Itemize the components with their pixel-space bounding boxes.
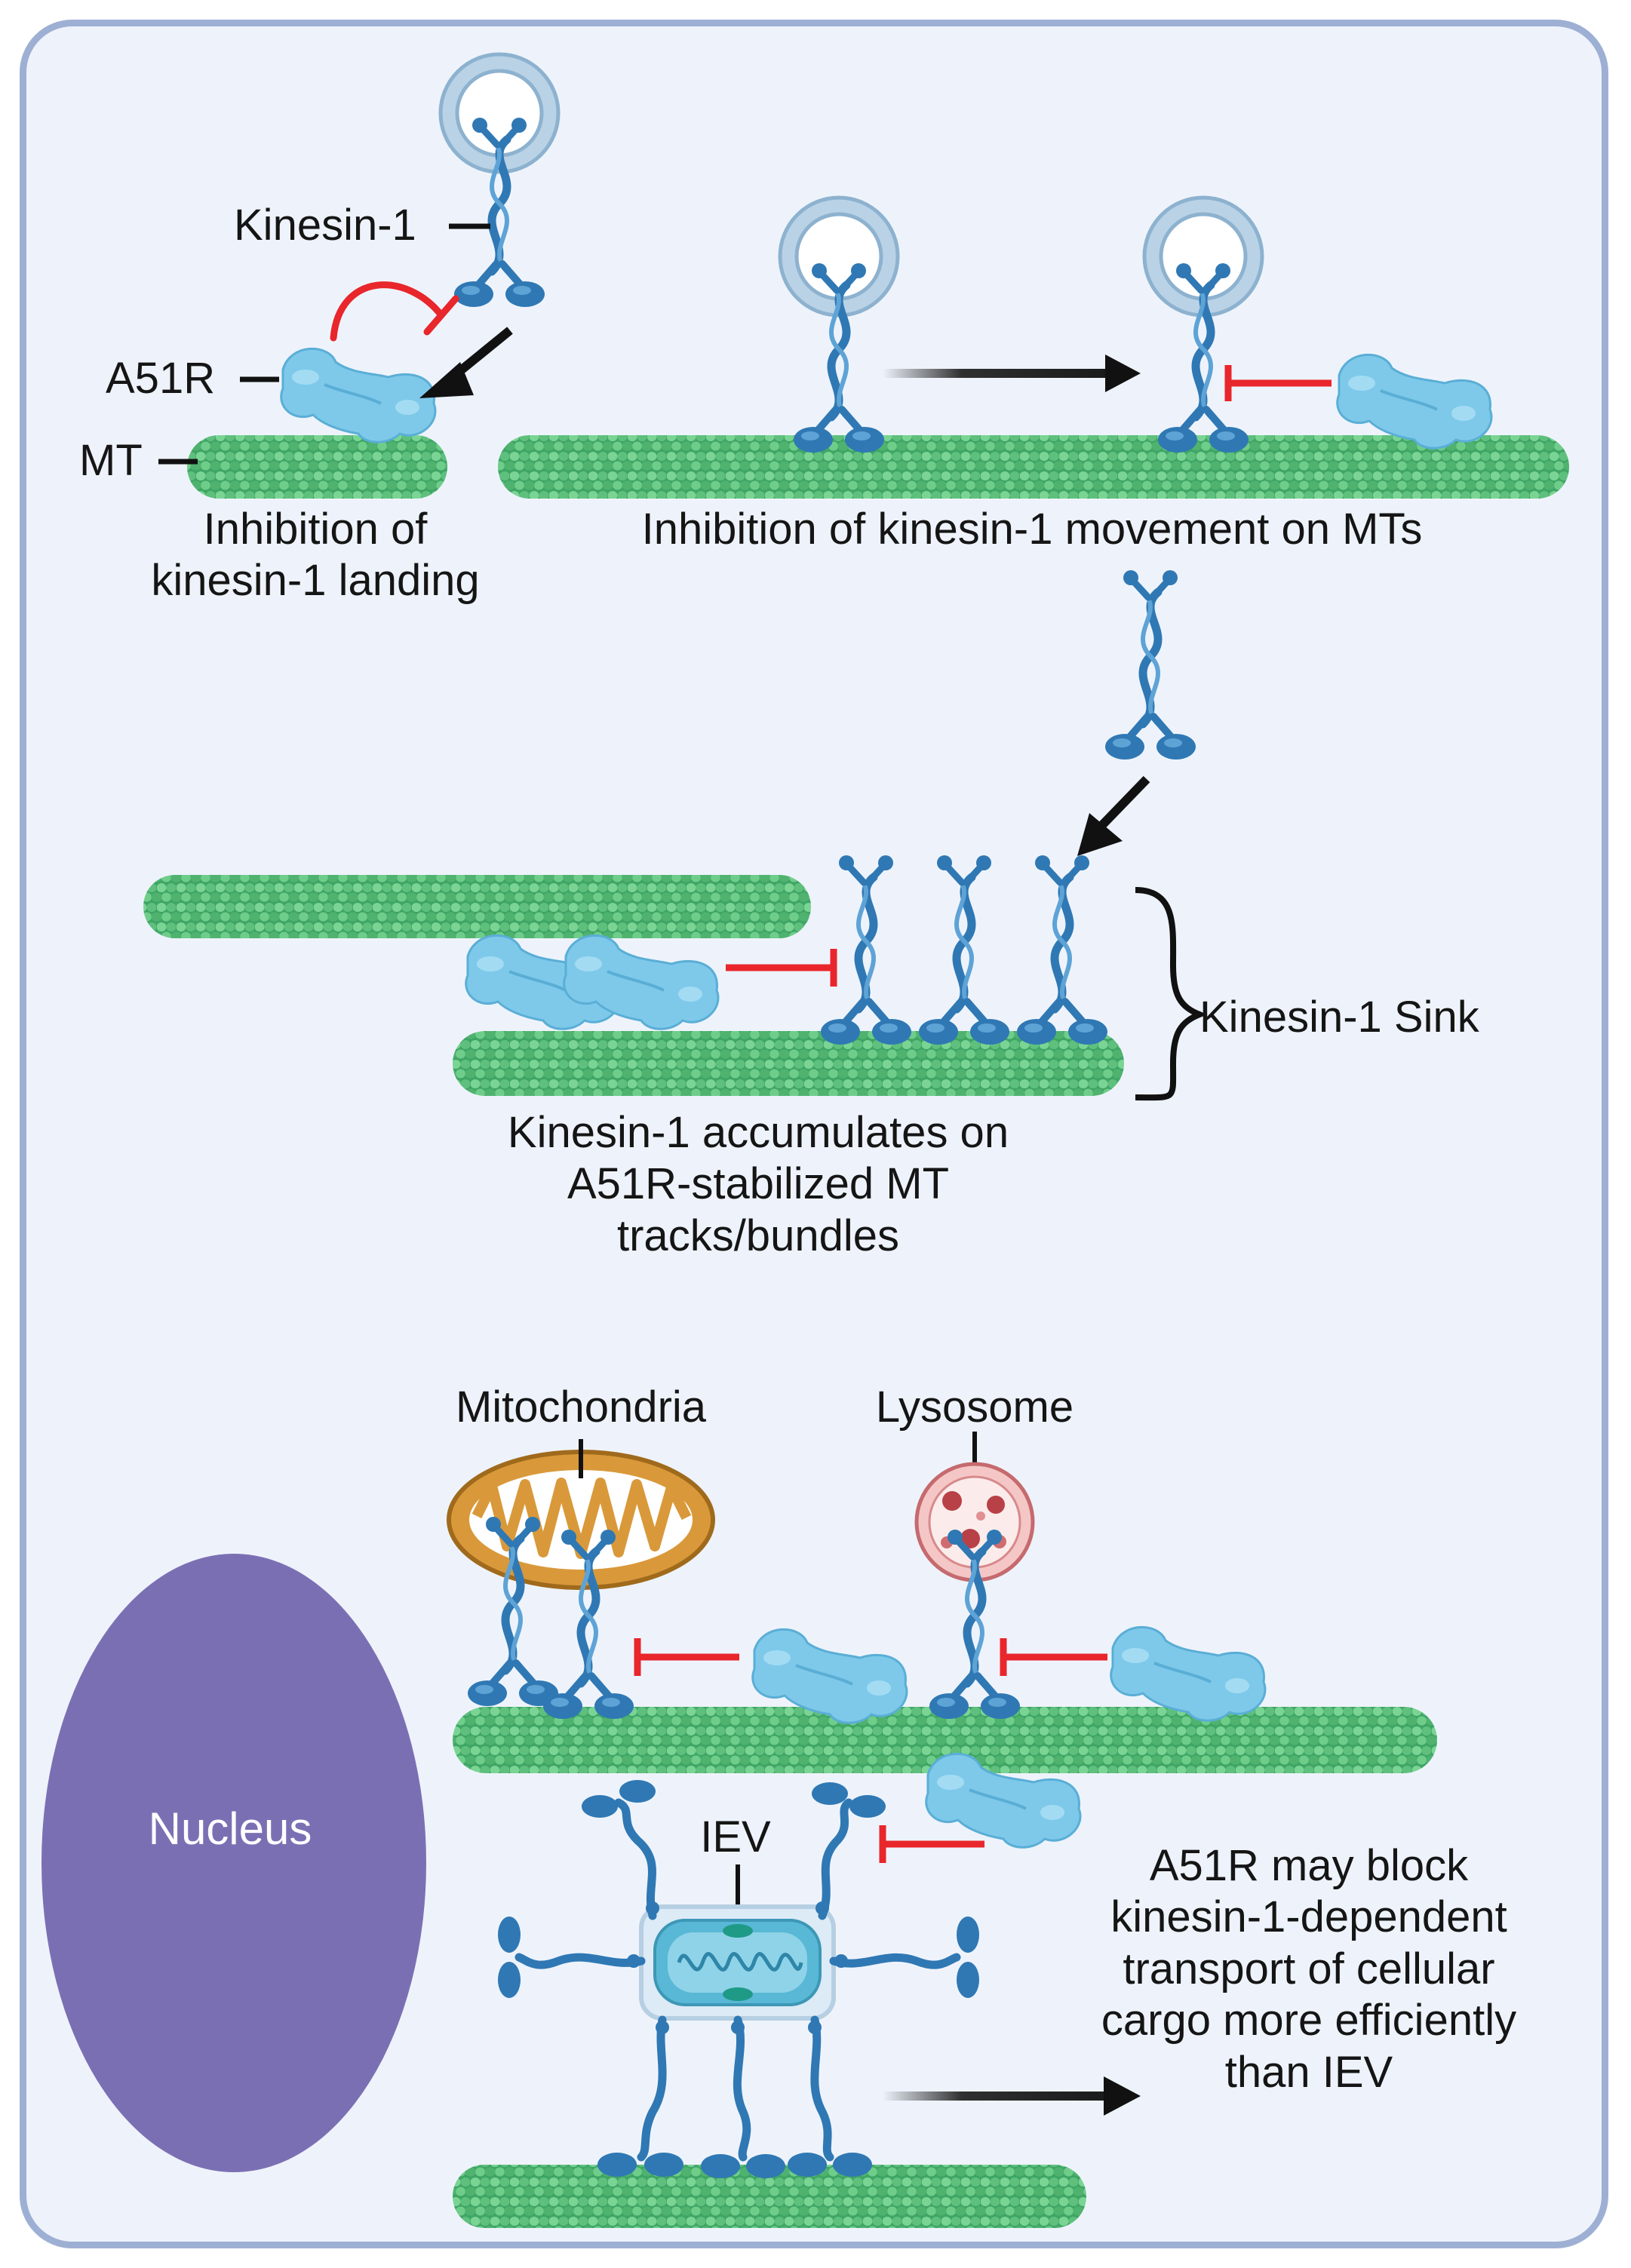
sink-brace bbox=[1135, 887, 1208, 1101]
iev-kinesin-tips bbox=[627, 1901, 848, 2034]
binding-arrow-head bbox=[419, 362, 474, 398]
inhibition-curve bbox=[330, 281, 445, 342]
movement-arrow bbox=[883, 369, 1109, 378]
caption-line: than IEV bbox=[1224, 2047, 1393, 2097]
a51r-protein bbox=[1335, 353, 1493, 450]
caption-line: tracks/bundles bbox=[617, 1211, 899, 1260]
iev-kinesin-heads bbox=[498, 1780, 979, 2178]
transport-arrow-head bbox=[1104, 2076, 1141, 2116]
sink-label: Kinesin-1 Sink bbox=[1199, 993, 1479, 1042]
nucleus-label: Nucleus bbox=[148, 1803, 312, 1854]
caption-line: cargo more efficiently bbox=[1101, 1996, 1517, 2045]
microtubule bbox=[453, 1031, 1124, 1096]
caption-line: transport of cellular bbox=[1123, 1944, 1495, 1993]
caption-line: A51R-stabilized MT bbox=[567, 1159, 950, 1209]
microtubule bbox=[187, 435, 447, 499]
iev-kinesin-arms bbox=[514, 1798, 961, 2162]
a51r-protein bbox=[1109, 1625, 1267, 1723]
kinesin-label: Kinesin-1 bbox=[234, 201, 416, 250]
inhibition-bar bbox=[423, 295, 459, 336]
transport-arrow bbox=[883, 2092, 1109, 2101]
microtubule bbox=[453, 1707, 1437, 1773]
lysosome-organelle bbox=[914, 1462, 1035, 1582]
microtubule bbox=[453, 2165, 1086, 2228]
mt-label: MT bbox=[79, 436, 143, 485]
kinesin-motor bbox=[919, 855, 1009, 1045]
block-caption: A51R may block kinesin-1-dependent trans… bbox=[1101, 1840, 1516, 2098]
binding-arrow-head bbox=[1077, 813, 1123, 856]
kinesin-motor bbox=[1017, 855, 1107, 1045]
accumulate-caption: Kinesin-1 accumulates on A51R-stabilized… bbox=[508, 1107, 1009, 1262]
caption-line: A51R may block bbox=[1149, 1841, 1469, 1890]
microtubule bbox=[143, 875, 811, 938]
nucleus bbox=[41, 1554, 426, 2172]
a51r-protein bbox=[279, 347, 437, 444]
mitochondria-organelle bbox=[447, 1450, 715, 1590]
caption-line: kinesin-1-dependent bbox=[1110, 1892, 1507, 1942]
microtubule bbox=[498, 435, 1569, 499]
caption-line: Inhibition of bbox=[203, 505, 428, 554]
iev-virion bbox=[639, 1904, 836, 2021]
movement-caption: Inhibition of kinesin-1 movement on MTs bbox=[641, 505, 1423, 554]
movement-arrow-head bbox=[1105, 354, 1141, 392]
kinesin-motor bbox=[1105, 570, 1196, 760]
mitochondria-label: Mitochondria bbox=[455, 1383, 707, 1432]
a51r-label: A51R bbox=[106, 354, 216, 403]
caption-line: Kinesin-1 accumulates on bbox=[507, 1108, 1009, 1157]
landing-caption: Inhibition of kinesin-1 landing bbox=[151, 504, 479, 607]
binding-arrow bbox=[1098, 775, 1150, 830]
lysosome-label: Lysosome bbox=[875, 1383, 1074, 1432]
iev-label: IEV bbox=[700, 1812, 771, 1861]
caption-line: kinesin-1 landing bbox=[151, 556, 480, 606]
